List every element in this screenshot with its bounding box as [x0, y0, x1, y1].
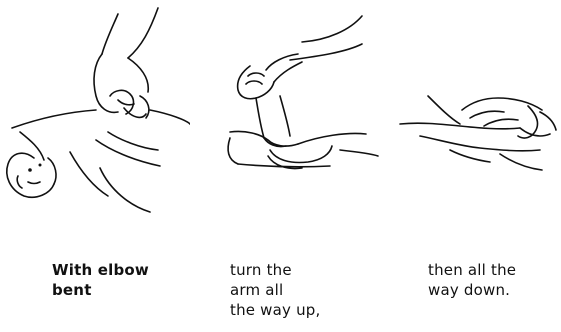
arm-turned-up-illustration	[190, 0, 380, 225]
step-2-caption: turn the arm all the way up,	[230, 260, 370, 320]
step-panel-1: With elbow bent	[0, 0, 190, 332]
step-1-caption: With elbow bent	[52, 260, 182, 300]
step-panel-2: turn the arm all the way up,	[190, 0, 380, 332]
hand-bending-elbow-illustration	[0, 0, 190, 225]
arm-turned-down-illustration	[380, 0, 561, 225]
step-3-caption: then all the way down.	[428, 260, 558, 300]
step-panel-3: then all the way down.	[380, 0, 561, 332]
